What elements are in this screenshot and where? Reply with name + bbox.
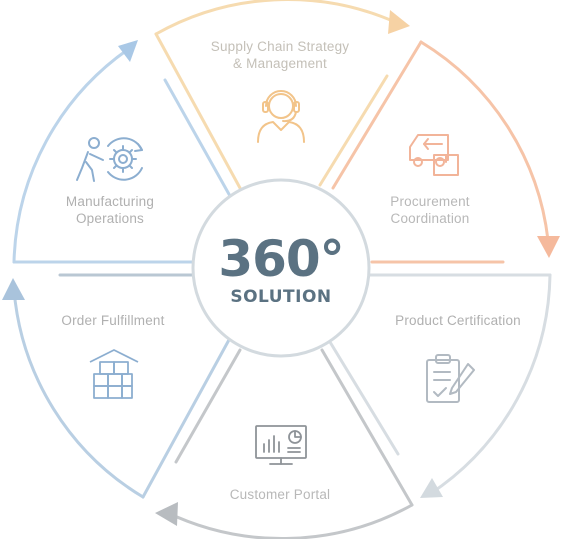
supply-wedge-right bbox=[318, 74, 389, 187]
segment-label-portal: Customer Portal bbox=[229, 487, 331, 502]
arrowhead-fulfillment bbox=[2, 278, 25, 300]
arrowhead-manufacturing bbox=[118, 40, 138, 62]
headset-person-icon bbox=[257, 90, 305, 143]
worker-gear-icon bbox=[76, 137, 143, 182]
certification-arc bbox=[428, 273, 552, 496]
arrowhead-supply bbox=[388, 10, 410, 34]
fulfillment-inner bbox=[141, 336, 232, 499]
certification-inner bbox=[328, 340, 400, 456]
center-circle bbox=[191, 178, 371, 358]
manufacturing-inner bbox=[163, 78, 232, 198]
supply-wedge-outline bbox=[154, 0, 397, 36]
segment-label-procurement: Procurement Coordination bbox=[390, 194, 470, 226]
center-title: 360° bbox=[218, 230, 344, 288]
cycle-arrowheads bbox=[2, 10, 560, 526]
delivery-van-box-icon bbox=[409, 134, 459, 176]
segment-label-certification: Product Certification bbox=[395, 313, 521, 328]
arrowhead-portal bbox=[155, 502, 178, 526]
arrowhead-certification bbox=[420, 478, 443, 498]
portal-left bbox=[174, 348, 242, 464]
arrowhead-procurement bbox=[537, 236, 560, 258]
supply-wedge-left bbox=[154, 32, 242, 190]
procurement-arc bbox=[419, 40, 550, 242]
manufacturing-arc bbox=[12, 46, 132, 264]
center-subtitle: SOLUTION bbox=[230, 287, 332, 307]
procurement-left bbox=[331, 40, 423, 190]
portal-right bbox=[320, 348, 414, 507]
segment-label-supply: Supply Chain Strategy & Management bbox=[210, 39, 350, 71]
clipboard-check-pen-icon bbox=[426, 354, 475, 403]
segment-label-manufacturing: Manufacturing Operations bbox=[65, 194, 155, 226]
fulfillment-arc bbox=[12, 288, 145, 499]
warehouse-boxes-icon bbox=[89, 349, 139, 399]
dashboard-monitor-icon bbox=[255, 425, 307, 465]
portal-arc bbox=[164, 503, 414, 539]
segment-label-fulfillment: Order Fulfillment bbox=[61, 313, 165, 328]
segment-outlines bbox=[12, 0, 552, 539]
